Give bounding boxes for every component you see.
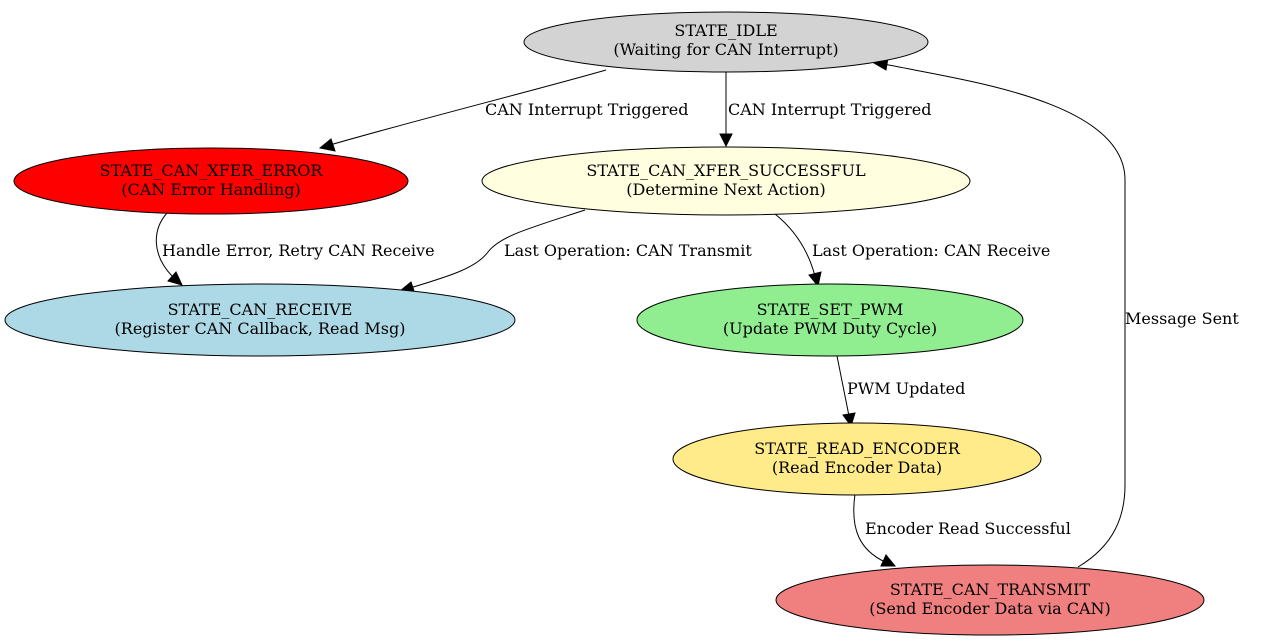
- node-subtitle: (Send Encoder Data via CAN): [869, 599, 1111, 618]
- node-state-read-encoder: STATE_READ_ENCODER (Read Encoder Data): [672, 422, 1042, 496]
- node-title: STATE_CAN_XFER_ERROR: [100, 161, 324, 180]
- edge-line: [329, 69, 607, 146]
- node-subtitle: (Register CAN Callback, Read Msg): [115, 319, 406, 338]
- node-state-set-pwm: STATE_SET_PWM (Update PWM Duty Cycle): [636, 283, 1024, 357]
- node-state-can-xfer-error: STATE_CAN_XFER_ERROR (CAN Error Handling…: [13, 147, 409, 215]
- edge-label-xfer-successful-to-can-receive: Last Operation: CAN Transmit: [504, 241, 752, 260]
- node-subtitle: (Determine Next Action): [626, 180, 825, 199]
- edge-line: [774, 213, 816, 277]
- edge-xfer-successful-to-can-receive: Last Operation: CAN Transmit: [398, 209, 752, 295]
- node-subtitle: (CAN Error Handling): [121, 180, 301, 199]
- edge-set-pwm-to-read-encoder: PWM Updated: [836, 355, 965, 428]
- node-ellipse: [4, 283, 516, 357]
- node-subtitle: (Read Encoder Data): [772, 458, 942, 477]
- edge-label-set-pwm-to-read-encoder: PWM Updated: [847, 379, 965, 398]
- edge-label-can-transmit-to-idle: Message Sent: [1125, 309, 1239, 328]
- edge-idle-to-xfer-successful: CAN Interrupt Triggered: [719, 72, 932, 148]
- node-title: STATE_CAN_RECEIVE: [168, 300, 353, 319]
- edge-line: [853, 493, 886, 563]
- edge-arrowhead: [167, 271, 183, 286]
- node-ellipse: [13, 147, 409, 215]
- edge-arrowhead: [719, 133, 733, 148]
- node-ellipse: [636, 283, 1024, 357]
- edge-read-encoder-to-can-transmit: Encoder Read Successful: [853, 493, 1071, 567]
- edge-label-idle-to-xfer-error: CAN Interrupt Triggered: [485, 100, 689, 119]
- edge-label-xfer-successful-to-set-pwm: Last Operation: CAN Receive: [812, 241, 1050, 260]
- edge-line: [409, 209, 586, 289]
- edge-line: [883, 63, 1126, 568]
- node-ellipse: [775, 564, 1205, 636]
- node-state-can-xfer-successful: STATE_CAN_XFER_SUCCESSFUL (Determine Nex…: [481, 146, 971, 216]
- edge-arrowhead: [318, 138, 336, 152]
- edge-label-idle-to-xfer-successful: CAN Interrupt Triggered: [728, 100, 932, 119]
- node-ellipse: [672, 422, 1042, 496]
- edge-idle-to-xfer-error: CAN Interrupt Triggered: [318, 69, 689, 152]
- node-ellipse: [481, 146, 971, 216]
- edge-can-transmit-to-idle: Message Sent: [872, 57, 1239, 568]
- edge-xfer-successful-to-set-pwm: Last Operation: CAN Receive: [774, 213, 1050, 288]
- edge-line: [836, 355, 850, 417]
- node-title: STATE_READ_ENCODER: [754, 439, 960, 458]
- node-title: STATE_CAN_XFER_SUCCESSFUL: [586, 161, 866, 180]
- node-state-can-receive: STATE_CAN_RECEIVE (Register CAN Callback…: [4, 283, 516, 357]
- edge-arrowhead: [880, 554, 897, 567]
- node-subtitle: (Update PWM Duty Cycle): [723, 319, 937, 338]
- node-title: STATE_IDLE: [674, 21, 777, 40]
- node-state-can-transmit: STATE_CAN_TRANSMIT (Send Encoder Data vi…: [775, 564, 1205, 636]
- node-ellipse: [523, 11, 929, 73]
- node-title: STATE_SET_PWM: [757, 300, 904, 319]
- edge-label-xfer-error-to-can-receive: Handle Error, Retry CAN Receive: [162, 241, 435, 260]
- node-subtitle: (Waiting for CAN Interrupt): [613, 40, 838, 59]
- edge-xfer-error-to-can-receive: Handle Error, Retry CAN Receive: [155, 212, 435, 286]
- nodes: STATE_IDLE (Waiting for CAN Interrupt) S…: [4, 11, 1205, 636]
- edge-line: [155, 212, 173, 277]
- edges: CAN Interrupt Triggered CAN Interrupt Tr…: [155, 57, 1239, 568]
- node-state-idle: STATE_IDLE (Waiting for CAN Interrupt): [523, 11, 929, 73]
- edge-arrowhead: [808, 271, 822, 288]
- edge-label-read-encoder-to-can-transmit: Encoder Read Successful: [865, 519, 1071, 538]
- node-title: STATE_CAN_TRANSMIT: [890, 580, 1091, 599]
